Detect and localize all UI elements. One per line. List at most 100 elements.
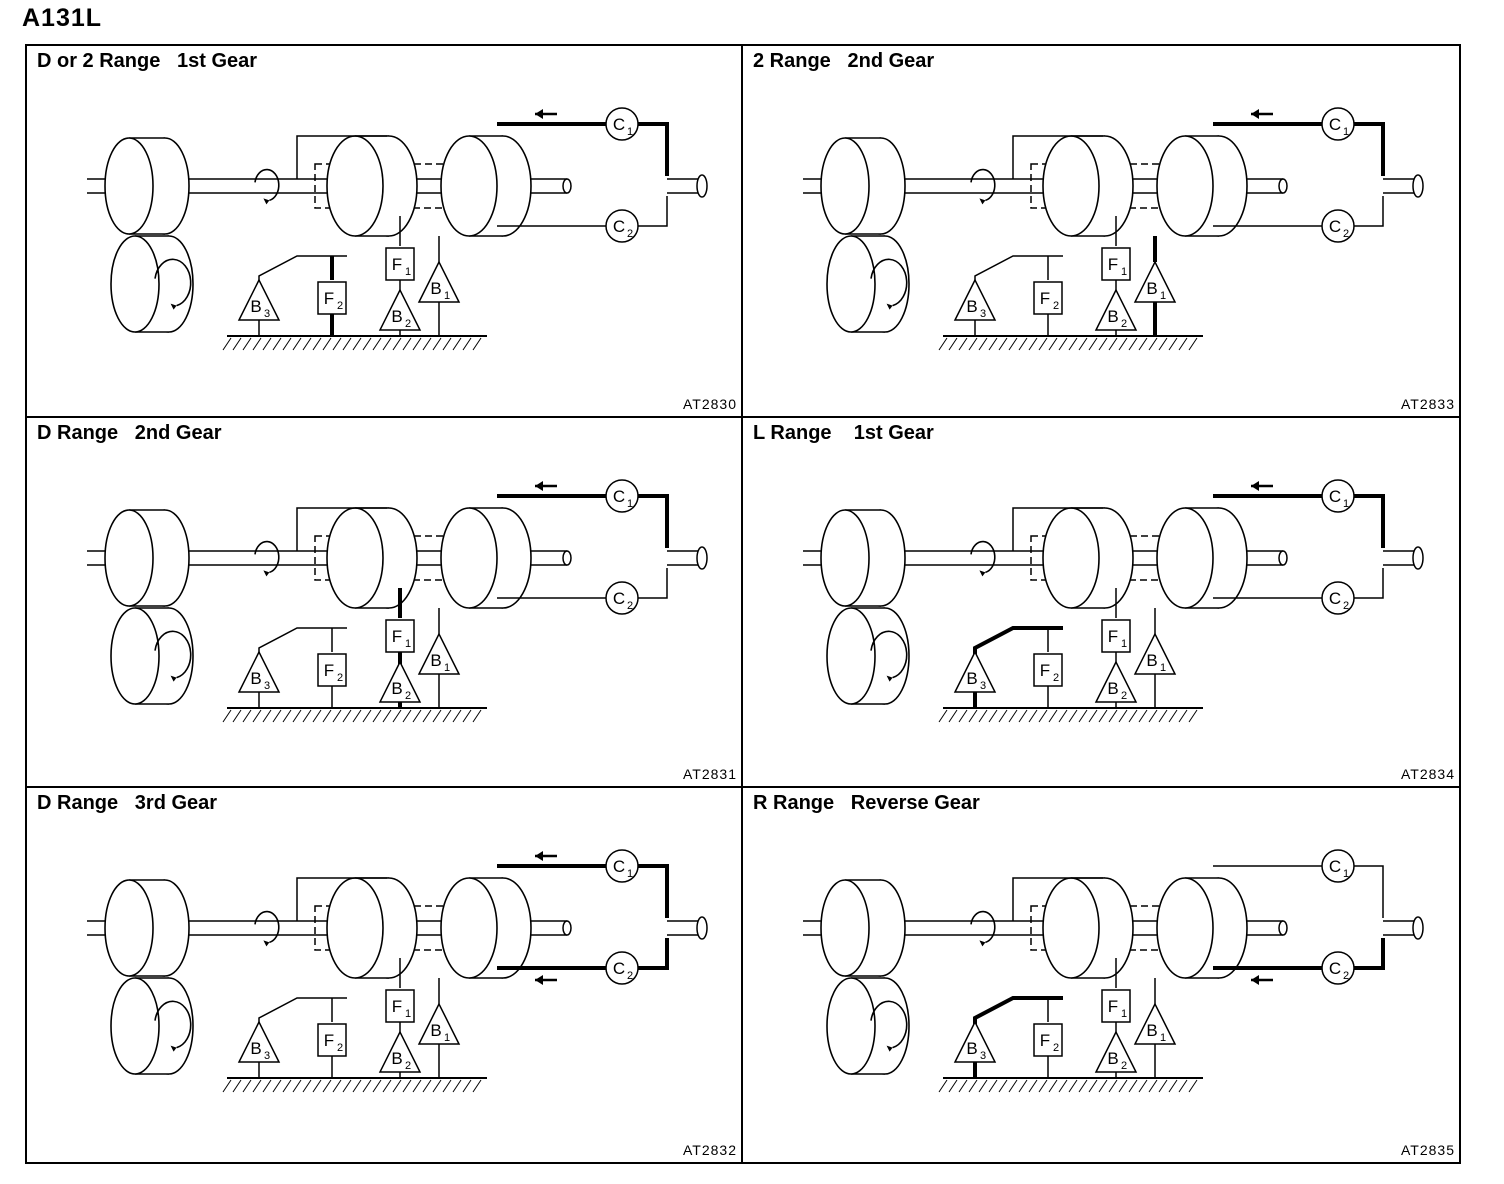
hatch-mark <box>312 709 322 723</box>
hatch-mark <box>362 1079 372 1093</box>
arrow-head-icon <box>535 109 543 119</box>
arrow-head-icon <box>979 198 986 205</box>
hatch-mark <box>1028 1079 1038 1093</box>
hatch-mark <box>1118 337 1128 351</box>
hatch-mark <box>302 337 312 351</box>
hatch-mark <box>462 1079 472 1093</box>
panel-title: D Range 2nd Gear <box>37 422 222 444</box>
component-label: F <box>1108 627 1118 646</box>
component-label: C <box>613 487 625 506</box>
arrow-head-icon <box>886 675 893 682</box>
hatch-mark <box>362 709 372 723</box>
wheel-front-face <box>110 607 160 705</box>
component-index: 3 <box>980 680 986 692</box>
wheel-front-face <box>440 877 498 979</box>
hatch-mark <box>322 1079 332 1093</box>
front-planetary-gear <box>1042 135 1134 237</box>
component-symbol <box>1033 1023 1063 1057</box>
rear-planetary-gear <box>440 507 532 609</box>
hatch-mark <box>1188 1079 1198 1093</box>
component-label: B <box>1146 1021 1157 1040</box>
hatch-mark <box>1168 709 1178 723</box>
linkage <box>1012 507 1103 551</box>
component-index: 2 <box>337 1042 343 1054</box>
clutch-c1-output <box>1354 865 1384 918</box>
hatch-mark <box>412 337 422 351</box>
hatch-mark <box>1098 337 1108 351</box>
component-index: 1 <box>1160 1032 1166 1044</box>
hatch-mark <box>252 1079 262 1093</box>
front-planetary-gear <box>326 135 418 237</box>
hatch-mark <box>1108 337 1118 351</box>
component-label: B <box>966 669 977 688</box>
component-label: B <box>391 307 402 326</box>
component-label: B <box>1107 1049 1118 1068</box>
component-index: 1 <box>405 638 411 650</box>
rotation-arrow-icon <box>154 630 192 679</box>
hatch-mark <box>1048 337 1058 351</box>
component-label: F <box>1040 661 1050 680</box>
hatch-mark <box>1148 709 1158 723</box>
hatch-mark <box>1128 337 1138 351</box>
hatch-mark <box>392 1079 402 1093</box>
hatch-mark <box>232 337 242 351</box>
arrow-head-icon <box>1251 109 1259 119</box>
rotation-arrow-icon <box>154 1000 192 1049</box>
component-index: 2 <box>627 228 633 240</box>
figure-code: AT2831 <box>683 766 737 782</box>
component-label: F <box>1108 255 1118 274</box>
hatch-mark <box>1108 1079 1118 1093</box>
hatch-mark <box>302 709 312 723</box>
component-label: C <box>1329 959 1341 978</box>
ground-hatch <box>222 1077 487 1093</box>
component-index: 3 <box>264 308 270 320</box>
hatch-mark <box>1178 337 1188 351</box>
output-shaft-end <box>1412 916 1424 940</box>
component-label: B <box>1146 279 1157 298</box>
component-label: C <box>613 857 625 876</box>
hatch-mark <box>958 709 968 723</box>
arrow-head-icon <box>170 303 177 310</box>
shaft-end <box>562 920 572 936</box>
hatch-mark <box>938 337 948 351</box>
transfer-drive-gear <box>820 137 906 235</box>
component-index: 2 <box>405 1060 411 1072</box>
hatch-mark <box>222 1079 232 1093</box>
hatch-mark <box>452 1079 462 1093</box>
component-index: 2 <box>1121 690 1127 702</box>
transfer-drive-gear <box>104 509 190 607</box>
hatch-mark <box>352 337 362 351</box>
wheel-front-face <box>1042 135 1100 237</box>
hatch-mark <box>968 709 978 723</box>
hatch-mark <box>352 1079 362 1093</box>
transfer-drive-gear <box>820 879 906 977</box>
component-symbol <box>1101 989 1131 1023</box>
clutch-c1-output <box>638 122 669 176</box>
component-index: 2 <box>1343 970 1349 982</box>
transfer-drive-gear <box>104 879 190 977</box>
component-index: 1 <box>444 1032 450 1044</box>
component-index: 2 <box>627 970 633 982</box>
component-index: 2 <box>1121 1060 1127 1072</box>
component-label: B <box>250 1039 261 1058</box>
component-label: B <box>966 1039 977 1058</box>
component-label: F <box>392 255 402 274</box>
component-symbol <box>237 650 281 693</box>
hatch-mark <box>998 337 1008 351</box>
component-label: C <box>613 217 625 236</box>
